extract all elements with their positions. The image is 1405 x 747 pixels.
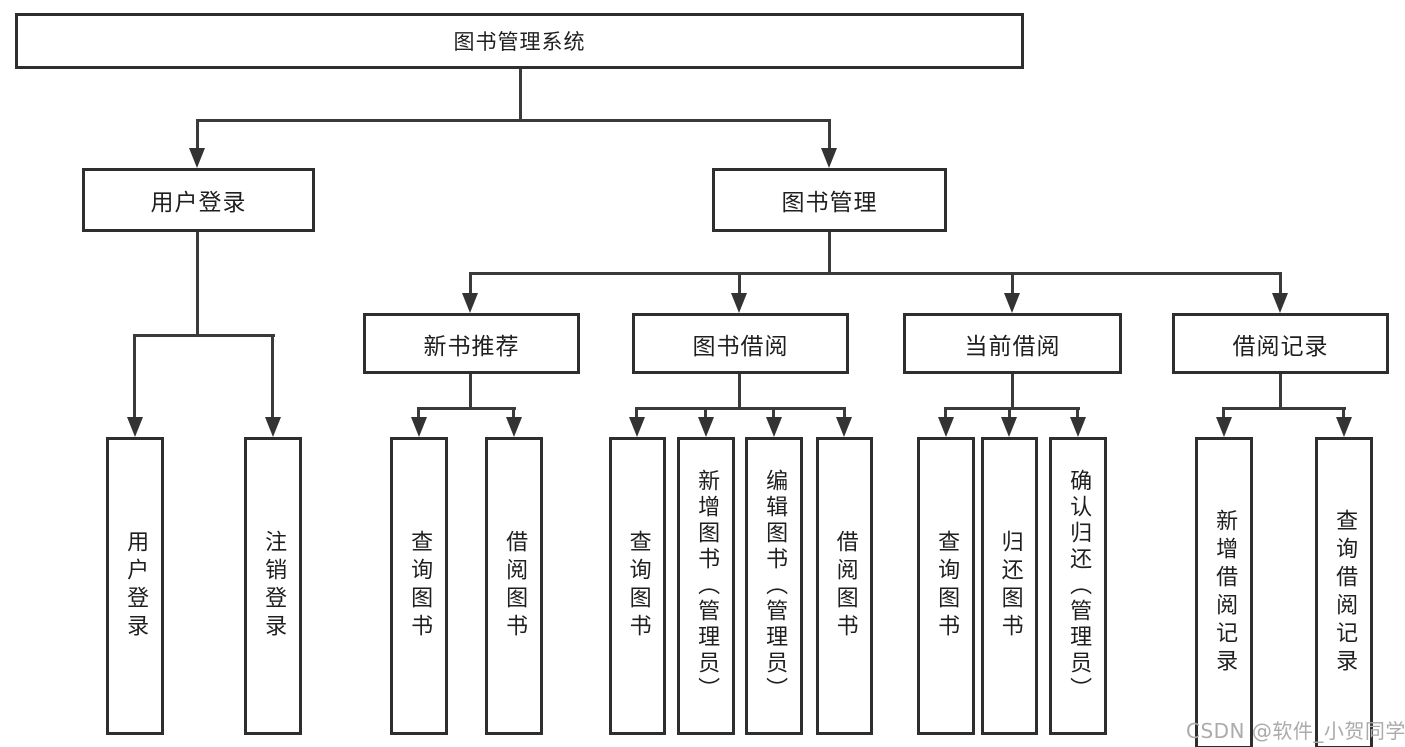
- connector-line: [635, 407, 638, 420]
- connector-line: [133, 334, 136, 420]
- leaf-logout: 注销登录: [244, 437, 302, 735]
- node-label: 借阅图书: [502, 530, 528, 642]
- connector-line: [469, 272, 472, 296]
- leaf-query-books: 查询图书: [609, 437, 666, 735]
- arrow-down-icon: [1216, 417, 1232, 437]
- arrow-down-icon: [836, 417, 852, 437]
- node-library-management-system: 图书管理系统: [15, 13, 1024, 69]
- node-label: 新增借阅记录: [1212, 509, 1238, 677]
- leaf-edit-books-admin: 编辑图书（管理员）: [745, 437, 803, 735]
- node-book-management: 图书管理: [712, 168, 947, 232]
- connector-line: [469, 374, 472, 410]
- node-label: 归还图书: [997, 530, 1023, 642]
- leaf-user-login: 用户登录: [106, 437, 164, 735]
- connector-line: [828, 119, 831, 150]
- arrow-down-icon: [629, 417, 645, 437]
- connector-line: [944, 407, 1080, 410]
- node-label: 查询图书: [625, 530, 651, 642]
- arrow-down-icon: [1272, 293, 1288, 313]
- leaf-query-books: 查询图书: [390, 437, 448, 735]
- arrow-down-icon: [1336, 417, 1352, 437]
- connector-line: [704, 407, 707, 420]
- node-label: 图书管理系统: [453, 30, 586, 54]
- arrow-down-icon: [821, 148, 837, 168]
- arrow-down-icon: [1004, 293, 1020, 313]
- arrow-down-icon: [1070, 417, 1086, 437]
- connector-line: [944, 407, 947, 420]
- node-label: 用户登录: [123, 530, 149, 642]
- arrow-down-icon: [731, 293, 747, 313]
- node-current-borrowing: 当前借阅: [903, 313, 1122, 374]
- connector-line: [417, 407, 420, 420]
- arrow-down-icon: [698, 417, 714, 437]
- arrow-down-icon: [938, 417, 954, 437]
- node-label: 图书管理: [781, 190, 878, 216]
- node-borrowing-records: 借阅记录: [1172, 313, 1389, 374]
- leaf-add-books-admin: 新增图书（管理员）: [677, 437, 735, 735]
- node-new-book-recommendation: 新书推荐: [363, 313, 580, 374]
- connector-line: [196, 119, 831, 122]
- node-label: 新书推荐: [423, 333, 520, 360]
- arrow-down-icon: [265, 417, 281, 437]
- arrow-down-icon: [189, 148, 205, 168]
- arrow-down-icon: [462, 293, 478, 313]
- connector-line: [1222, 407, 1346, 410]
- connector-line: [519, 69, 522, 121]
- connector-line: [1279, 272, 1282, 296]
- arrow-down-icon: [1001, 417, 1017, 437]
- connector-line: [196, 232, 199, 336]
- leaf-return-books: 归还图书: [981, 437, 1038, 735]
- node-label: 当前借阅: [964, 333, 1061, 360]
- connector-line: [738, 272, 741, 296]
- connector-line: [1011, 272, 1014, 296]
- connector-line: [271, 334, 274, 420]
- leaf-query-books: 查询图书: [917, 437, 975, 735]
- leaf-borrow-books: 借阅图书: [816, 437, 873, 735]
- arrow-down-icon: [411, 417, 427, 437]
- connector-line: [196, 119, 199, 150]
- node-label: 图书借阅: [692, 333, 789, 360]
- leaf-add-borrow-record: 新增借阅记录: [1195, 437, 1253, 747]
- connector-line: [133, 334, 275, 337]
- connector-line: [1279, 374, 1282, 410]
- node-label: 编辑图书（管理员）: [762, 469, 788, 703]
- leaf-borrow-books: 借阅图书: [485, 437, 543, 735]
- connector-line: [828, 232, 831, 275]
- connector-line: [1011, 374, 1014, 410]
- connector-line: [635, 407, 846, 410]
- node-book-borrowing: 图书借阅: [632, 313, 849, 374]
- leaf-confirm-return-admin: 确认归还（管理员）: [1049, 437, 1107, 735]
- connector-line: [1076, 407, 1079, 420]
- connector-line: [1342, 407, 1345, 420]
- node-label: 确认归还（管理员）: [1066, 469, 1092, 703]
- connector-line: [1222, 407, 1225, 420]
- connector-line: [417, 407, 516, 410]
- connector-line: [1008, 407, 1011, 420]
- leaf-query-borrow-record: 查询借阅记录: [1315, 437, 1373, 747]
- node-label: 查询图书: [407, 530, 433, 642]
- arrow-down-icon: [127, 417, 143, 437]
- node-label: 借阅记录: [1232, 333, 1329, 360]
- csdn-watermark: CSDN @软件_小贺同学: [1186, 719, 1405, 743]
- node-label: 查询图书: [934, 530, 960, 642]
- connector-line: [738, 374, 741, 410]
- node-label: 注销登录: [261, 530, 287, 642]
- connector-line: [512, 407, 515, 420]
- arrow-down-icon: [506, 417, 522, 437]
- node-label: 借阅图书: [832, 530, 858, 642]
- node-user-login: 用户登录: [82, 168, 315, 232]
- connector-line: [469, 272, 1282, 275]
- connector-line: [843, 407, 846, 420]
- node-label: 用户登录: [150, 190, 247, 216]
- arrow-down-icon: [766, 417, 782, 437]
- node-label: 新增图书（管理员）: [694, 469, 720, 703]
- connector-line: [772, 407, 775, 420]
- node-label: 查询借阅记录: [1332, 509, 1358, 677]
